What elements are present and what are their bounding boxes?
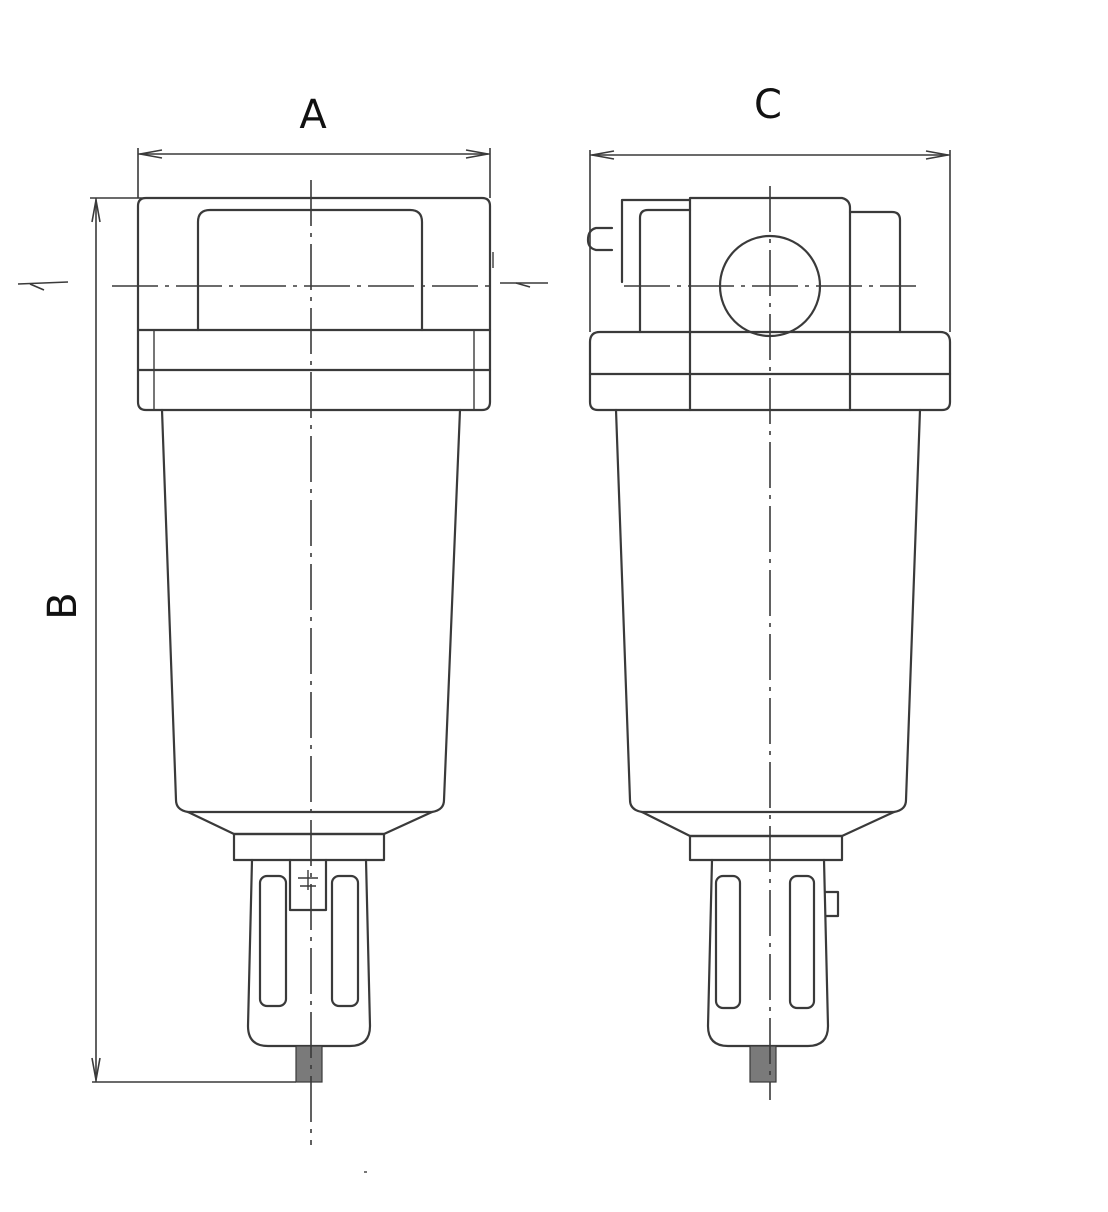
front-guard-slot-left (258, 874, 288, 1008)
dimension-a: A (137, 92, 491, 198)
side-guard-slot-right (788, 874, 816, 1010)
front-port-window (196, 208, 424, 332)
dim-c-arrow-right (925, 150, 949, 160)
dim-b-label: B (40, 592, 86, 619)
front-drain-outlet (295, 1045, 323, 1083)
front-guard-slot-right (330, 874, 360, 1008)
side-neck-ring (688, 834, 844, 862)
side-left-tab (620, 198, 692, 284)
dim-b-arrow-top (91, 199, 101, 223)
dim-a-arrow-right (465, 149, 489, 159)
front-bowl (160, 408, 462, 814)
dimension-b: B (40, 197, 296, 1083)
dim-b-arrow-bottom (91, 1057, 101, 1081)
side-bowl-taper (640, 810, 896, 838)
side-right-shoulder (848, 210, 902, 334)
dimension-c: C (589, 82, 951, 332)
front-port-arrow-left (17, 281, 69, 285)
front-drain-valve (288, 858, 328, 912)
dim-c-arrow-left (591, 150, 615, 160)
side-valve-button (824, 890, 840, 918)
side-center-boss (688, 196, 852, 412)
side-head-lower (588, 330, 952, 412)
front-drain-valve-mark (298, 870, 318, 890)
dim-a-label: A (299, 92, 327, 138)
front-neck-ring (232, 832, 386, 862)
side-left-shoulder (638, 208, 692, 334)
side-drain-guard (706, 858, 830, 1048)
side-guard-slot-left (714, 874, 742, 1010)
side-view (586, 186, 952, 1100)
front-port-arrow-right-head (515, 282, 531, 288)
dim-c-label: C (754, 82, 782, 128)
dim-a-arrow-left (139, 149, 163, 159)
front-port-arrow-left-head (29, 283, 45, 291)
side-drain-outlet (749, 1045, 777, 1083)
front-view (17, 180, 548, 1145)
front-drain-guard (246, 858, 372, 1048)
side-clip (586, 226, 614, 252)
side-bowl (614, 408, 922, 814)
front-head-block (136, 196, 492, 412)
front-bowl-taper (186, 810, 434, 836)
